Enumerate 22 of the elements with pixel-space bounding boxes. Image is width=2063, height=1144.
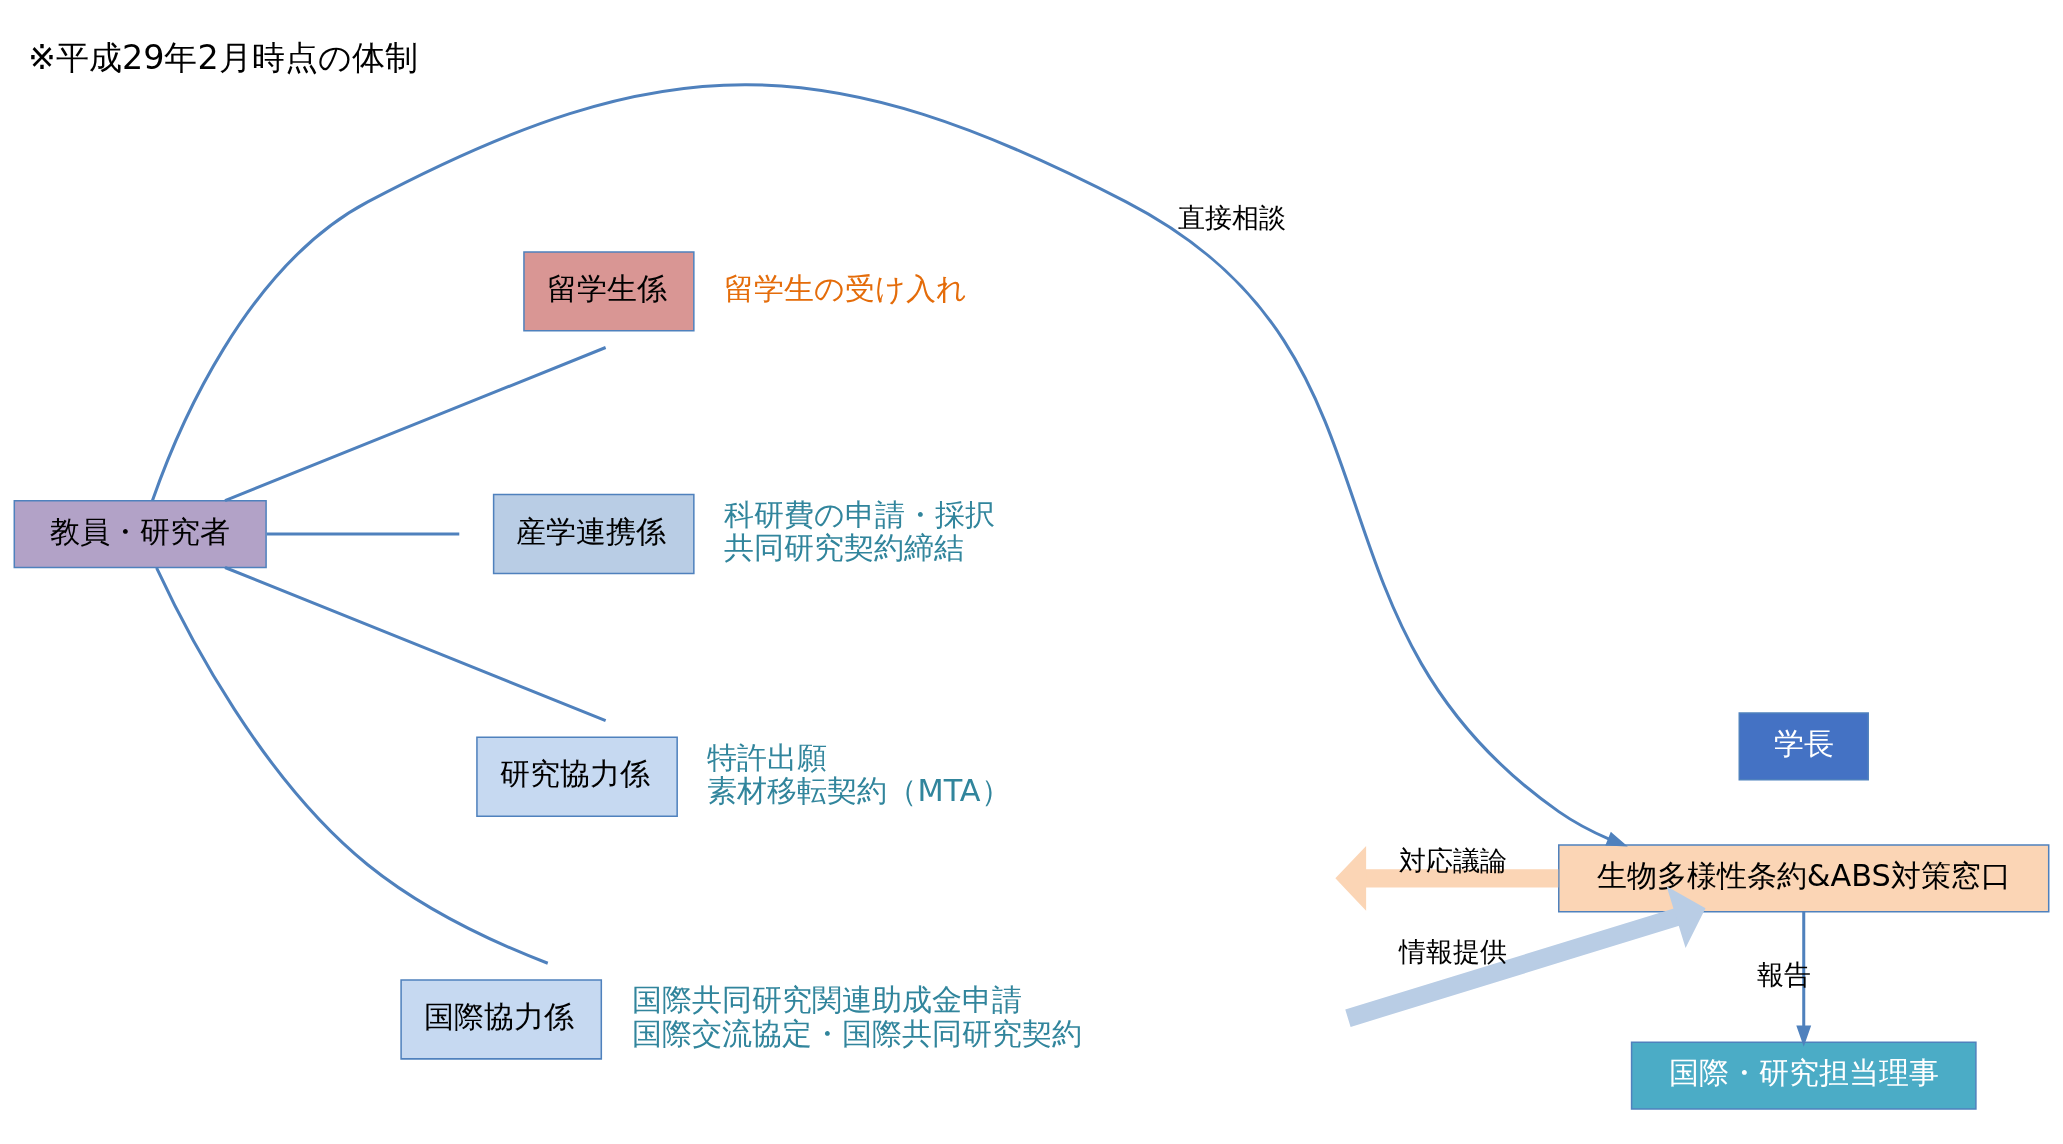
node-label: 国際共同研究関連助成金申請: [631, 981, 1022, 1017]
node-label: 素材移転契約（MTA）: [707, 772, 1011, 808]
node-box: 学長: [1738, 711, 1869, 781]
connector: [155, 566, 549, 965]
diagram-title: ※平成29年2月時点の体制: [28, 37, 418, 77]
edge-label: 対応議論: [1399, 844, 1508, 876]
arrow: [151, 82, 1628, 847]
node-label: 特許出願: [707, 739, 828, 775]
arrow: [1345, 885, 1706, 1027]
node-label: 科研費の申請・採択: [724, 496, 996, 532]
connector: [266, 532, 460, 536]
edge-label: 情報提供: [1399, 935, 1508, 967]
edge-label: 直接相談: [1177, 201, 1286, 233]
node-label: 国際交流協定・国際共同研究契約: [631, 1015, 1082, 1051]
connector: [224, 565, 607, 722]
connector: [224, 345, 607, 502]
arrow: [1335, 845, 1559, 911]
node-box: 教員・研究者: [13, 499, 267, 568]
node-label: 共同研究契約締結: [724, 529, 965, 565]
node-box: 国際・研究担当理事: [1630, 1040, 1977, 1110]
node-label: 留学生の受け入れ: [724, 270, 968, 306]
node-box: 生物多様性条約&ABS対策窓口: [1558, 843, 2050, 912]
